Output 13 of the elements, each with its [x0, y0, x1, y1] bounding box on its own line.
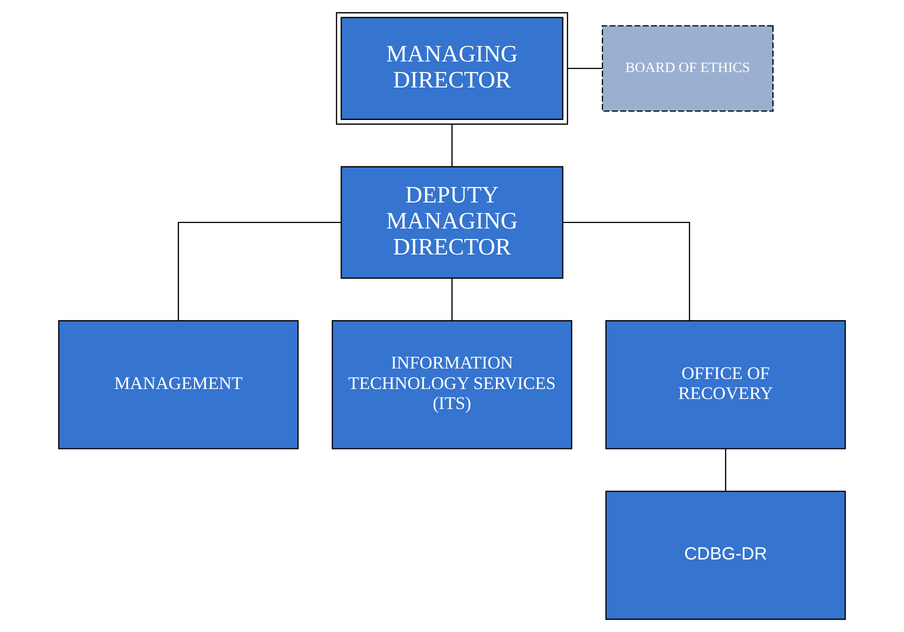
node-box: DEPUTY MANAGING DIRECTOR — [340, 166, 564, 279]
node-box: MANAGING DIRECTOR — [336, 12, 568, 125]
node-box: OFFICE OF RECOVERY — [605, 320, 846, 450]
connector — [563, 222, 690, 321]
connector — [178, 222, 342, 321]
connector — [568, 68, 602, 70]
node-box: MANAGEMENT — [58, 320, 299, 450]
connector — [451, 124, 453, 167]
node-box: CDBG-DR — [605, 490, 846, 620]
node-box: INFORMATION TECHNOLOGY SERVICES (ITS) — [332, 320, 572, 450]
connector — [725, 448, 726, 491]
node-box: BOARD OF ETHICS — [602, 25, 774, 112]
connector — [451, 278, 453, 320]
